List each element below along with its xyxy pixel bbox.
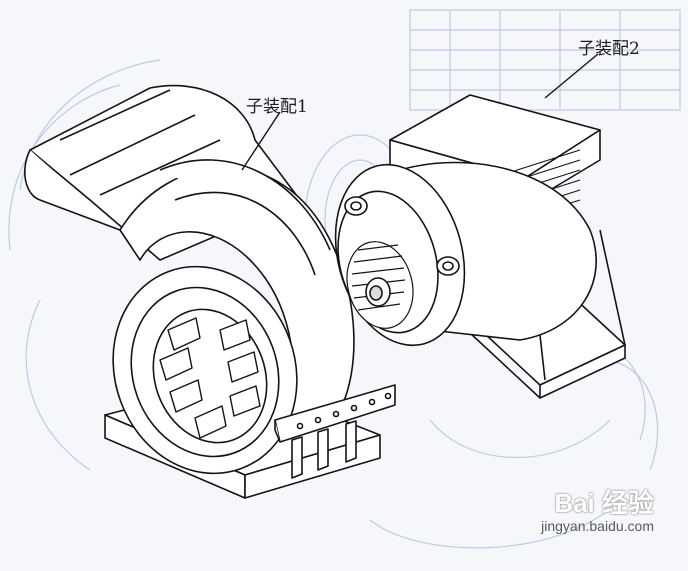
baidu-jingyan-watermark: Bai 经验 jingyan.baidu.com <box>484 489 654 541</box>
callout-label-subassembly-1: 子装配1 <box>246 97 308 117</box>
subassembly-1-casing <box>24 84 396 499</box>
callout-label-subassembly-2: 子装配2 <box>578 39 640 59</box>
leader-line-subassembly-2 <box>544 53 599 99</box>
leader-line-subassembly-1 <box>241 111 281 171</box>
watermark-url: jingyan.baidu.com <box>541 518 654 534</box>
subassembly-2-motor <box>334 94 626 399</box>
watermark-brand: Bai 经验 <box>554 488 654 518</box>
